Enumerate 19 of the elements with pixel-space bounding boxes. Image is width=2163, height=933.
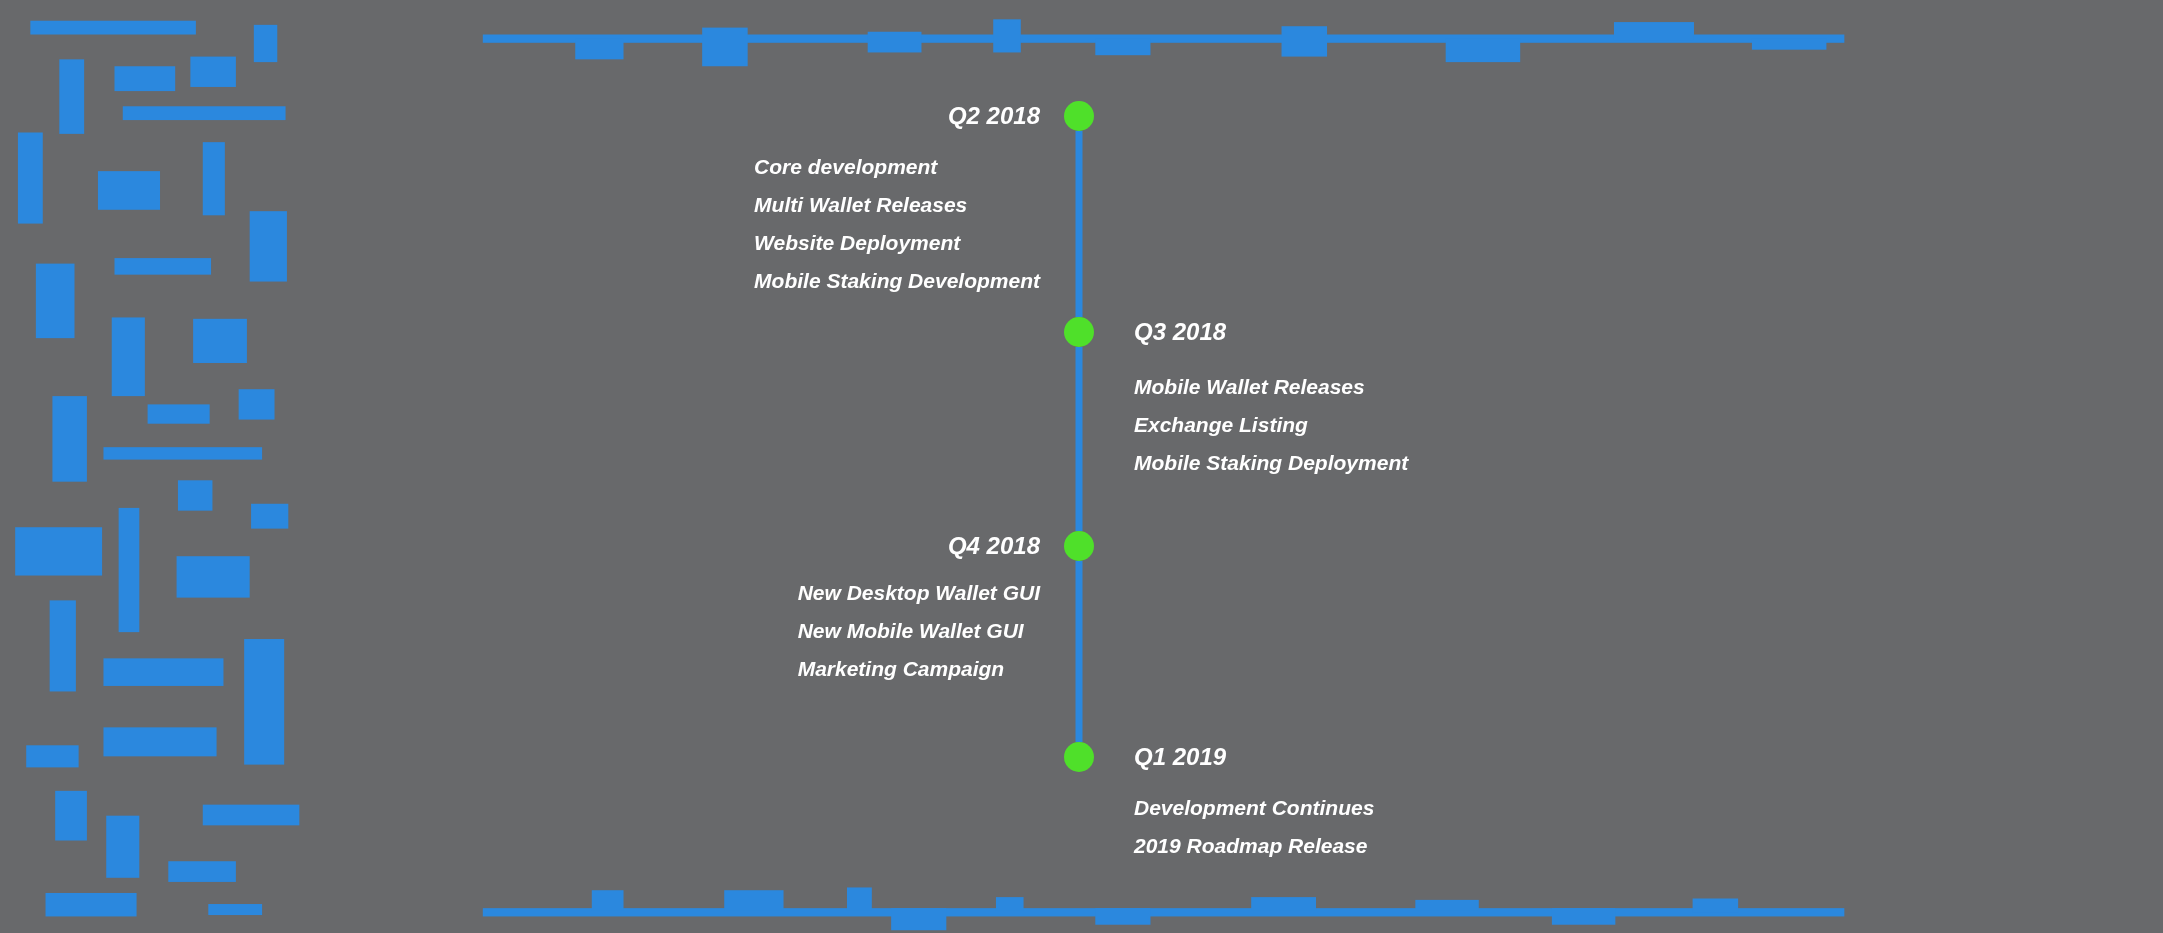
milestone-text: 2019 Roadmap Release [1134, 833, 1368, 859]
milestone-text: New Desktop Wallet GUI [797, 580, 1040, 606]
milestone-text: Mobile Wallet Releases [1134, 374, 1365, 400]
milestone-text: New Mobile Wallet GUI [797, 618, 1024, 644]
quarter-heading: Q2 2018 [947, 101, 1040, 131]
milestone-text: Multi Wallet Releases [754, 192, 968, 218]
connector-line [1075, 561, 1083, 742]
milestone-text: Marketing Campaign [797, 656, 1005, 682]
milestone-text: Exchange Listing [1134, 412, 1308, 438]
connector-line [1075, 347, 1083, 531]
milestone-text: Mobile Staking Development [754, 268, 1040, 294]
milestone-text: Development Continues [1134, 795, 1375, 821]
quarter-heading: Q4 2018 [947, 531, 1040, 561]
quarter-heading: Q3 2018 [1134, 317, 1227, 347]
milestone-text: Website Deployment [754, 230, 961, 256]
milestone-text: Core development [754, 154, 938, 180]
quarter-heading: Q1 2019 [1134, 742, 1227, 772]
connector-line [1075, 131, 1083, 317]
milestone-text: Mobile Staking Deployment [1134, 450, 1409, 476]
